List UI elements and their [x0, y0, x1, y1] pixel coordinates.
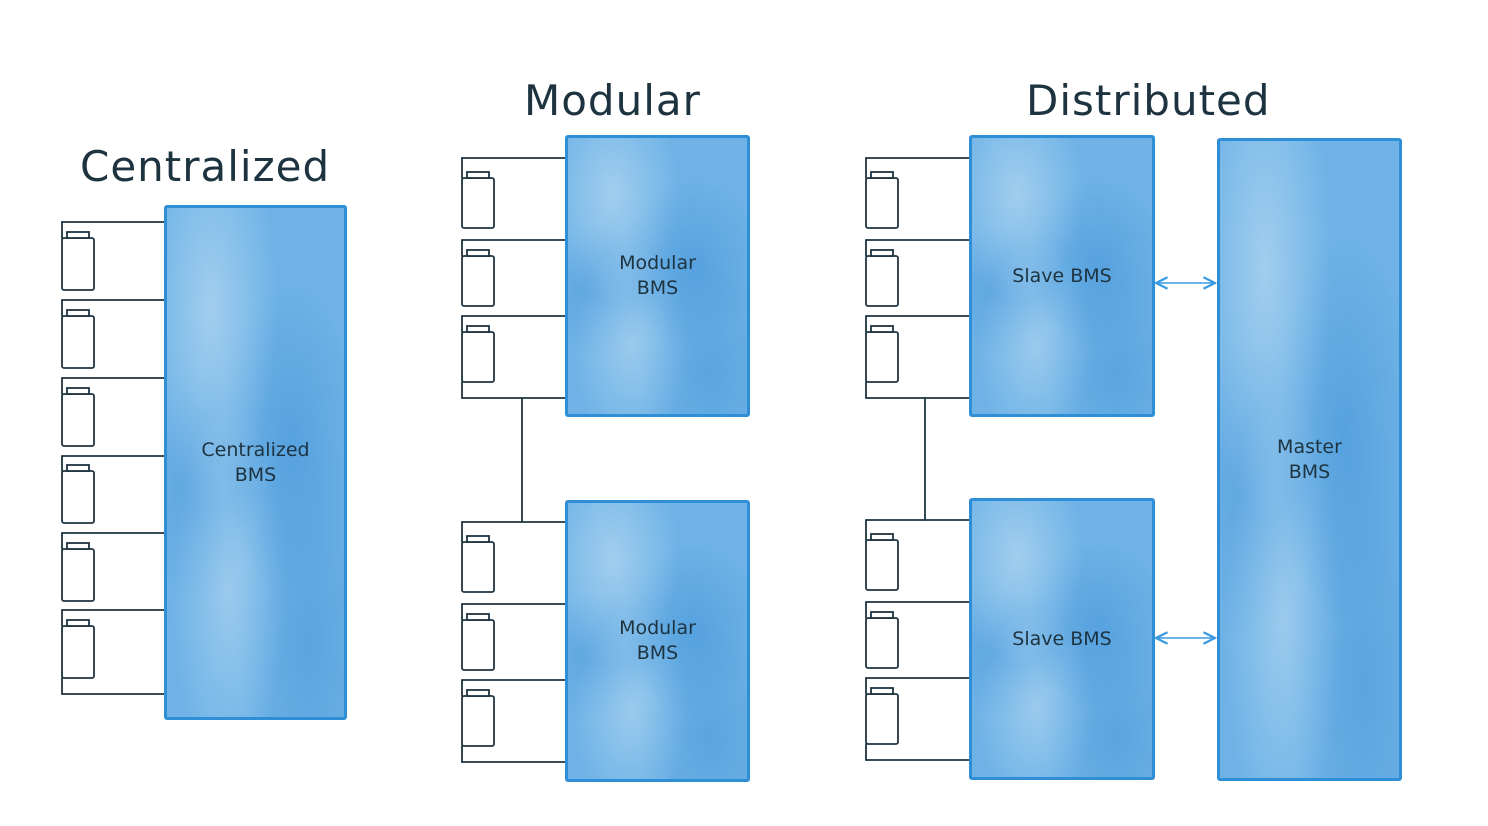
centralized-cell-3: [61, 464, 95, 524]
centralized-bms-block: Centralized BMS: [164, 205, 347, 720]
title-distributed: Distributed: [1026, 76, 1271, 125]
slave-top-cell-0: [865, 171, 899, 229]
modular-bms-label-top: Modular BMS: [619, 252, 696, 299]
slave-top-cell-1: [865, 249, 899, 307]
centralized-cell-2: [61, 387, 95, 447]
modular-top-cell-1: [461, 249, 495, 307]
centralized-cell-0: [61, 231, 95, 291]
modular-top-cell-0: [461, 171, 495, 229]
modular-bms-label-bottom: Modular BMS: [619, 617, 696, 664]
slave-bottom-cell-0: [865, 533, 899, 591]
modular-bms-block-bottom: Modular BMS: [565, 500, 750, 782]
master-bms-label: Master BMS: [1277, 435, 1342, 483]
modular-bms-block-top: Modular BMS: [565, 135, 750, 417]
modular-top-cell-2: [461, 325, 495, 383]
centralized-cell-1: [61, 309, 95, 369]
slave-bms-block-bottom: Slave BMS: [969, 498, 1155, 780]
slave-bottom-cell-1: [865, 611, 899, 669]
master-bms-block: Master BMS: [1217, 138, 1402, 781]
title-modular: Modular: [524, 76, 701, 125]
slave-bms-label-top: Slave BMS: [1012, 264, 1112, 287]
slave-top-cell-2: [865, 325, 899, 383]
slave-bms-label-bottom: Slave BMS: [1012, 627, 1112, 650]
slave-bottom-cell-2: [865, 687, 899, 745]
modular-bottom-cell-2: [461, 689, 495, 747]
modular-bottom-cell-1: [461, 613, 495, 671]
modular-bottom-cell-0: [461, 535, 495, 593]
centralized-bms-label: Centralized BMS: [201, 438, 310, 486]
slave-bms-block-top: Slave BMS: [969, 135, 1155, 417]
centralized-cell-5: [61, 619, 95, 679]
centralized-cell-4: [61, 542, 95, 602]
title-centralized: Centralized: [80, 142, 331, 191]
